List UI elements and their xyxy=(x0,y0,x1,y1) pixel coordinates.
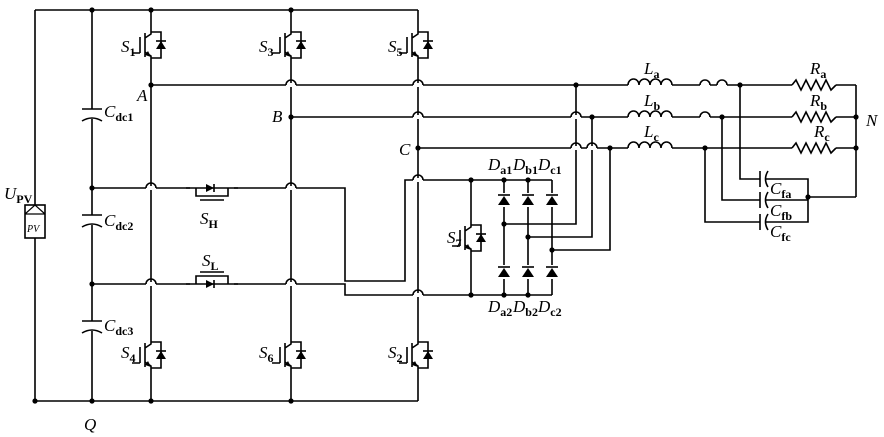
label-sl: SL xyxy=(202,251,219,273)
label-ra: Ra xyxy=(809,59,826,81)
pv-source: PV xyxy=(25,205,45,238)
igbt-s4 xyxy=(132,339,166,371)
junction-dots xyxy=(32,7,858,403)
wire-crossover-14 xyxy=(700,80,710,87)
diode-db1 xyxy=(522,193,534,207)
label-lc: Lc xyxy=(643,122,659,144)
label-node-q: Q xyxy=(84,415,96,434)
label-s4: S4 xyxy=(121,343,136,365)
label-dc2: Dc2 xyxy=(537,297,562,319)
inductor-lc xyxy=(628,142,672,148)
label-db2: Db2 xyxy=(512,297,538,319)
label-node-c: C xyxy=(399,140,411,159)
igbt-s1 xyxy=(132,29,166,61)
diode-dc2 xyxy=(546,265,558,279)
switch-sl xyxy=(186,270,238,298)
label-cfa: Cfa xyxy=(770,179,791,201)
resistor-ra xyxy=(792,80,836,90)
inductor-la xyxy=(628,79,672,85)
resistor-rb xyxy=(792,112,836,122)
label-da1: Da1 xyxy=(487,155,512,177)
labels: UPV Cdc1 Cdc2 Cdc3 S1 S3 S5 S4 S6 S2 S7 … xyxy=(4,37,879,434)
label-s3: S3 xyxy=(259,37,274,59)
inductor-lb xyxy=(628,111,672,117)
label-sh: SH xyxy=(200,209,219,231)
label-rc: Rc xyxy=(813,122,830,144)
label-dc1: Dc1 xyxy=(537,155,562,177)
label-node-a: A xyxy=(136,86,148,105)
bridge-legs xyxy=(151,10,418,401)
pv-box-text: PV xyxy=(26,224,41,235)
label-cdc1: Cdc1 xyxy=(104,102,133,124)
label-db1: Db1 xyxy=(512,155,538,177)
diode-da2 xyxy=(498,265,510,279)
resistor-rc xyxy=(792,143,836,153)
label-la: La xyxy=(643,59,659,81)
wire-crossover-15 xyxy=(700,112,710,119)
diode-db2 xyxy=(522,265,534,279)
midpoint-switch-paths xyxy=(92,180,471,295)
label-cdc3: Cdc3 xyxy=(104,316,133,338)
switch-sh xyxy=(186,174,238,202)
label-s2: S2 xyxy=(388,343,403,365)
diode-da1 xyxy=(498,193,510,207)
label-node-n: N xyxy=(865,111,879,130)
label-cfc: Cfc xyxy=(770,222,791,244)
dc-link-capacitors xyxy=(82,10,102,401)
label-s6: S6 xyxy=(259,343,274,365)
label-da2: Da2 xyxy=(487,297,512,319)
igbt-s6 xyxy=(272,339,306,371)
igbt-s2 xyxy=(399,339,433,371)
label-cfb: Cfb xyxy=(770,201,792,223)
label-upv: UPV xyxy=(4,184,33,206)
label-s1: S1 xyxy=(121,37,136,59)
label-rb: Rb xyxy=(809,91,827,113)
diode-dc1 xyxy=(546,193,558,207)
label-s5: S5 xyxy=(388,37,403,59)
wire-crossover-13 xyxy=(717,80,727,87)
label-node-b: B xyxy=(272,107,283,126)
igbt-s3 xyxy=(272,29,306,61)
label-lb: Lb xyxy=(643,91,660,113)
label-cdc2: Cdc2 xyxy=(104,211,133,233)
igbt-s5 xyxy=(399,29,433,61)
